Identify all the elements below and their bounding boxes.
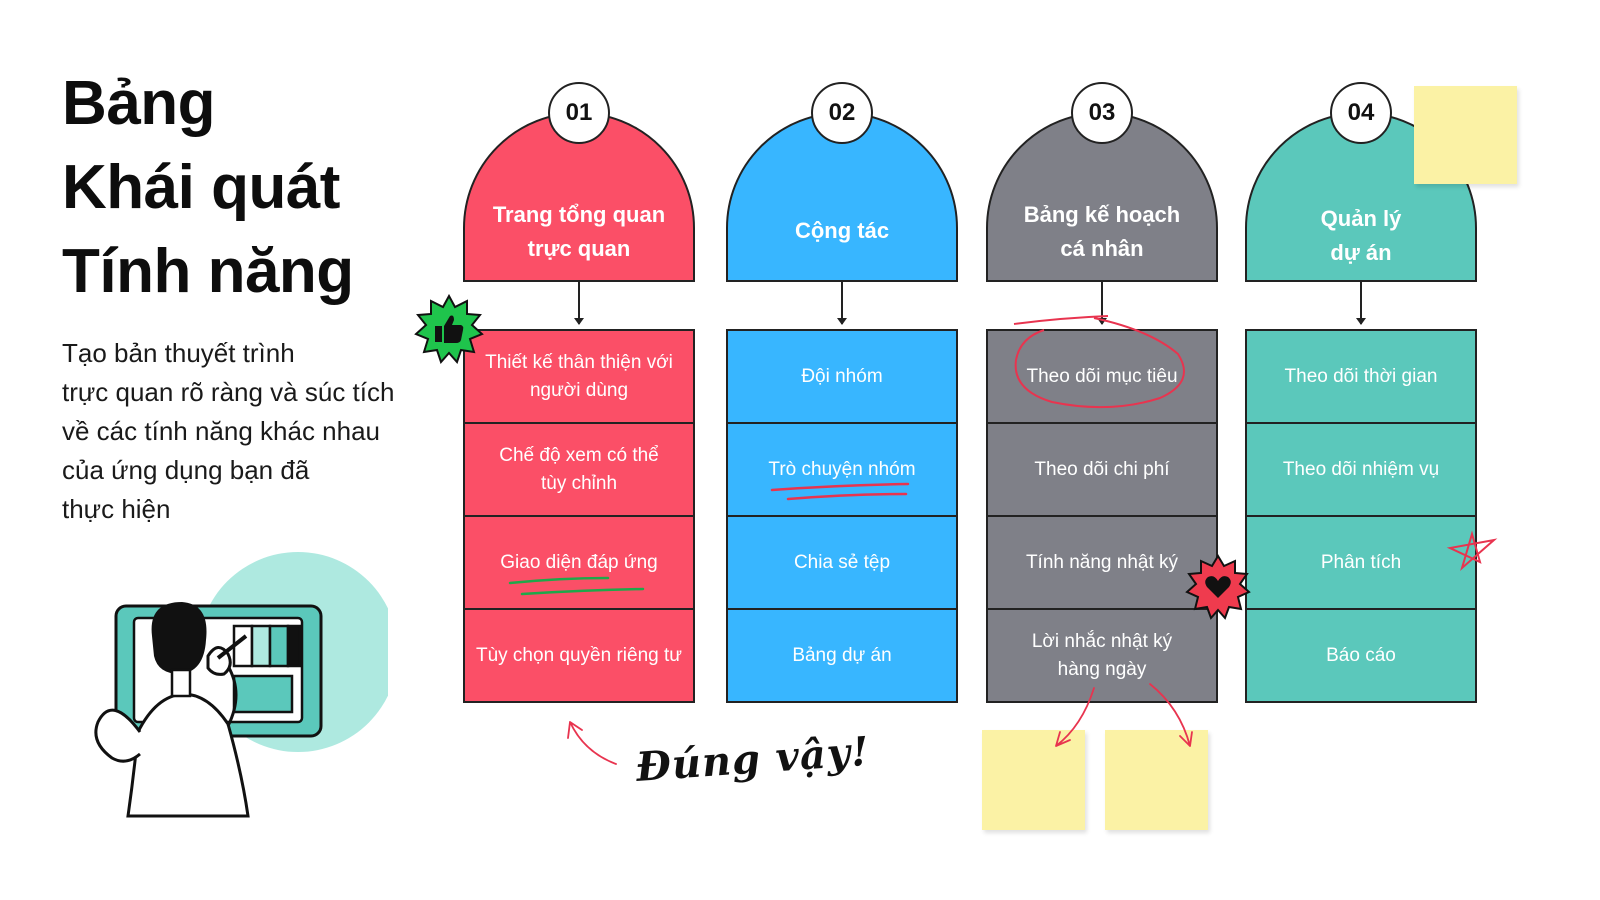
feature-cell: Theo dõi nhiệm vụ <box>1245 422 1477 517</box>
subtitle-line: về các tính năng khác nhau <box>62 416 381 446</box>
feature-text: Thiết kế thân thiện với <box>485 351 673 373</box>
column-title-line: Trang tổng quan <box>492 202 666 227</box>
feature-cell: Chia sẻ tệp <box>726 515 958 610</box>
connector-arrowhead <box>574 318 584 325</box>
feature-cell: Báo cáo <box>1245 608 1477 703</box>
column-title: Cộng tác <box>738 214 946 248</box>
column-title: Trang tổng quan trực quan <box>475 198 683 266</box>
connector-line <box>1360 282 1362 324</box>
subtitle-line: Tạo bản thuyết trình <box>62 338 295 368</box>
feature-list: Theo dõi thời gian Theo dõi nhiệm vụ Phâ… <box>1245 329 1477 703</box>
feature-cell: Theo dõi mục tiêu <box>986 329 1218 424</box>
connector-arrowhead <box>837 318 847 325</box>
thumbs-up-icon <box>414 294 484 364</box>
title-line: Tính năng <box>62 237 354 306</box>
sticky-note <box>1414 86 1517 184</box>
feature-text: Theo dõi nhiệm vụ <box>1282 458 1440 480</box>
connector-arrowhead <box>1097 318 1107 325</box>
connector-line <box>1101 282 1103 324</box>
column-title-line: Quản lý <box>1320 206 1402 231</box>
feature-text: Chia sẻ tệp <box>793 551 891 573</box>
sticky-note <box>982 730 1085 830</box>
column-title: Quản lý dự án <box>1257 202 1465 270</box>
title-line: Bảng <box>62 69 215 138</box>
feature-text: Tùy chọn quyền riêng tư <box>475 644 682 666</box>
feature-cell: Thiết kế thân thiện với người dùng <box>463 329 695 424</box>
feature-cell: Lời nhắc nhật ký hàng ngày <box>986 608 1218 703</box>
title-line: Khái quát <box>62 153 340 222</box>
sticky-note <box>1105 730 1208 830</box>
feature-text: Theo dõi chi phí <box>1034 458 1170 480</box>
pointer-arrow-doodle <box>567 721 617 765</box>
subtitle-line: thực hiện <box>62 494 171 524</box>
subtitle-line: của ứng dụng bạn đã <box>62 455 310 485</box>
feature-cell: Chế độ xem có thể tùy chỉnh <box>463 422 695 517</box>
column-number-badge: 02 <box>811 82 873 144</box>
feature-cell: Giao diện đáp ứng <box>463 515 695 610</box>
feature-cell: Theo dõi thời gian <box>1245 329 1477 424</box>
feature-text: Lời nhắc nhật ký <box>1031 630 1173 652</box>
column-title-line: dự án <box>1330 240 1392 265</box>
feature-text: hàng ngày <box>1057 658 1147 680</box>
feature-text: Trò chuyện nhóm <box>768 458 916 480</box>
column-title-line: trực quan <box>527 236 631 261</box>
page-title: Bảng Khái quát Tính năng <box>62 62 354 314</box>
feature-text: Giao diện đáp ứng <box>500 551 658 573</box>
feature-cell: Đội nhóm <box>726 329 958 424</box>
feature-text: Bảng dự án <box>792 644 892 666</box>
feature-cell: Tùy chọn quyền riêng tư <box>463 608 695 703</box>
connector-line <box>841 282 843 324</box>
circle-highlight-doodle <box>1013 315 1185 409</box>
feature-text: Báo cáo <box>1326 644 1396 666</box>
page-subtitle: Tạo bản thuyết trình trực quan rõ ràng v… <box>62 334 422 529</box>
column-number-badge: 01 <box>548 82 610 144</box>
column-title-line: Cộng tác <box>794 218 890 243</box>
column-title-line: Bảng kế hoạch <box>1023 202 1181 227</box>
feature-text: Tính năng nhật ký <box>1025 551 1179 573</box>
pointer-arrow-doodle <box>1149 683 1193 747</box>
feature-text: Theo dõi thời gian <box>1284 365 1438 387</box>
underline-doodle-green <box>508 576 645 596</box>
column-title-line: cá nhân <box>1060 236 1144 261</box>
feature-text: Phân tích <box>1320 551 1402 573</box>
feature-list: Theo dõi mục tiêu Theo dõi chi phí Tính … <box>986 329 1218 703</box>
connector-line <box>578 282 580 324</box>
feature-text: người dùng <box>529 379 629 401</box>
feature-text: Đội nhóm <box>801 365 883 387</box>
feature-text: tùy chỉnh <box>540 472 618 494</box>
feature-cell: Bảng dự án <box>726 608 958 703</box>
feature-cell: Tính năng nhật ký <box>986 515 1218 610</box>
feature-list: Đội nhóm Trò chuyện nhóm Chia sẻ tệp Bản… <box>726 329 958 703</box>
underline-doodle-red <box>770 482 910 501</box>
column-number-badge: 03 <box>1071 82 1133 144</box>
feature-text: Chế độ xem có thể <box>499 444 659 466</box>
star-doodle-icon <box>1446 530 1498 572</box>
feature-cell: Theo dõi chi phí <box>986 422 1218 517</box>
subtitle-line: trực quan rõ ràng và súc tích <box>62 377 395 407</box>
feature-list: Thiết kế thân thiện với người dùng Chế đ… <box>463 329 695 703</box>
feature-cell: Trò chuyện nhóm <box>726 422 958 517</box>
connector-arrowhead <box>1356 318 1366 325</box>
feature-text: Theo dõi mục tiêu <box>1026 365 1178 387</box>
person-at-board-icon <box>94 552 388 818</box>
column-title: Bảng kế hoạch cá nhân <box>998 198 1206 266</box>
column-number-badge: 04 <box>1330 82 1392 144</box>
pointer-arrow-doodle <box>1055 687 1095 747</box>
heart-icon <box>1185 554 1251 620</box>
